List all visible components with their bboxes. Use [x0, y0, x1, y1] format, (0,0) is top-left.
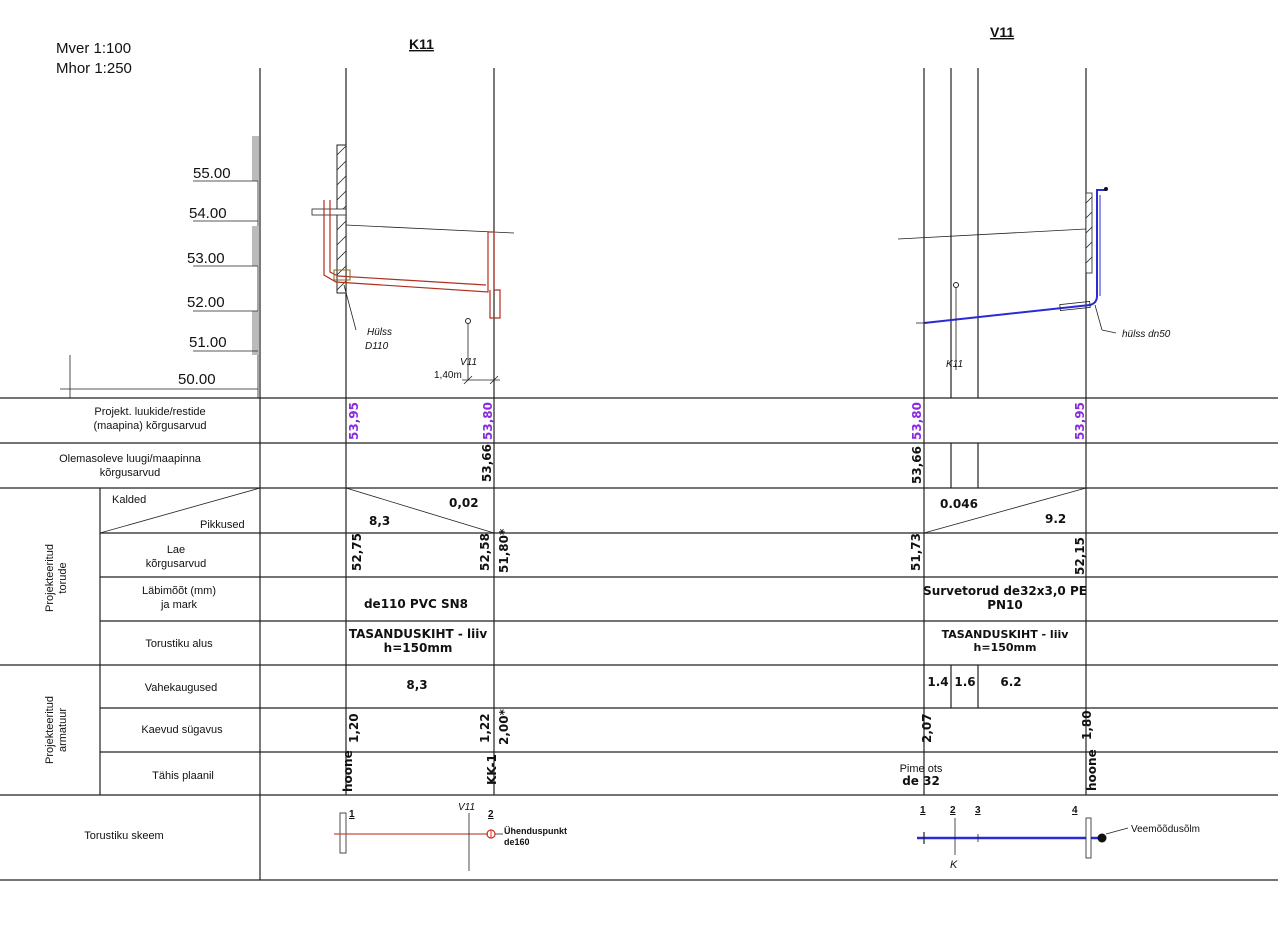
table-values: 53,95 53,80 53,80 53,95 53,66 53,66 0,02… [341, 402, 1099, 792]
scheme-point: 4 [1072, 805, 1078, 816]
row-label-existing-levels: kõrgusarvud [100, 467, 161, 479]
k11-scheme: 1 2 V11 Ühenduspunkt de160 [334, 802, 567, 871]
v11-scheme: 1 2 3 4 K Veemõõdusõlm [917, 805, 1200, 871]
row-labels: Projekt. luukide/restide (maapina) kõrgu… [44, 406, 245, 842]
existing-level-value: 53,66 [480, 444, 494, 482]
row-label-scheme: Torustiku skeem [84, 830, 163, 842]
v11-slope: 0.046 [940, 497, 978, 511]
top-level-value: 52,15 [1073, 537, 1087, 575]
group-label-fittings: armatuur [57, 708, 69, 752]
k11-profile: K11 Hülss D110 V11 1,40m [311, 36, 515, 385]
row-label-existing-levels: Olemasoleve luugi/maapinna [59, 453, 202, 465]
row-label-plan-mark: Tähis plaanil [152, 770, 214, 782]
row-label-slopes: Kalded [112, 494, 146, 506]
scheme-point: 2 [488, 809, 494, 820]
k11-bedding: h=150mm [384, 641, 453, 655]
k11-ref-label: V11 [460, 357, 477, 368]
blind-end-label: de 32 [902, 774, 940, 788]
k11-sleeve-label: Hülss [367, 327, 392, 338]
k11-diameter: de110 PVC SN8 [364, 597, 468, 611]
group-label-pipes: torude [57, 562, 69, 593]
k11-distance: 8,3 [406, 678, 427, 692]
group-label-fittings: Projekteeritud [44, 696, 56, 764]
row-label-top-levels: Lae [167, 544, 185, 556]
v11-title: V11 [990, 24, 1014, 40]
vertical-scale: Mver 1:100 [56, 40, 131, 57]
connection-point-note: Ühenduspunkt [504, 826, 567, 836]
v11-distance: 1.6 [954, 675, 975, 689]
v11-profile: V11 hülss dn50 K11 [897, 24, 1171, 370]
elevation-scale: 55.00 54.00 53.00 52.00 51.00 50.00 [60, 136, 259, 398]
v11-bedding: TASANDUSKIHT - liiv [942, 628, 1070, 641]
k11-title: K11 [409, 36, 434, 52]
elevation-tick: 54.00 [189, 205, 227, 222]
connection-point-note: de160 [504, 837, 530, 847]
k11-length: 8,3 [369, 514, 390, 528]
row-label-diameter: Läbimõõt (mm) [142, 585, 216, 597]
scheme-point: 1 [920, 805, 926, 816]
depth-value: 2,07 [920, 713, 934, 743]
top-level-value: 52,58 [478, 533, 492, 571]
v11-diameter: Survetorud de32x3,0 PE [923, 584, 1087, 598]
row-label-distances: Vahekaugused [145, 682, 218, 694]
design-level-value: 53,80 [910, 402, 924, 440]
k11-bedding: TASANDUSKIHT - liiv [349, 627, 488, 641]
v11-length: 9.2 [1045, 512, 1066, 526]
scheme-point: 1 [349, 809, 355, 820]
row-label-top-levels: kõrgusarvud [146, 558, 207, 570]
depth-value: 2,00* [497, 708, 511, 745]
water-meter-note: Veemõõdusõlm [1131, 824, 1200, 835]
design-level-value: 53,80 [481, 402, 495, 440]
v11-distance: 6.2 [1000, 675, 1021, 689]
row-label-depth: Kaevud sügavus [141, 724, 223, 736]
top-level-value: 51,80* [497, 528, 511, 573]
v11-diameter: PN10 [987, 598, 1023, 612]
depth-value: 1,20 [347, 713, 361, 743]
elevation-tick: 52.00 [187, 294, 225, 311]
design-level-value: 53,95 [1073, 402, 1087, 440]
k11-sleeve-label: D110 [365, 341, 389, 352]
top-level-value: 52,75 [350, 533, 364, 571]
row-label-bedding: Torustiku alus [145, 638, 213, 650]
v11-bedding: h=150mm [974, 641, 1037, 654]
row-label-design-levels: (maapina) kõrgusarvud [93, 420, 206, 432]
plan-mark-value: KK-1 [485, 754, 499, 785]
depth-value: 1,22 [478, 713, 492, 743]
depth-value: 1,80 [1080, 710, 1094, 740]
plan-mark-value: hoone [341, 750, 355, 792]
v11-distance: 1.4 [927, 675, 948, 689]
row-label-diameter: ja mark [160, 599, 198, 611]
k11-slope: 0,02 [449, 496, 479, 510]
scheme-ref: K [950, 859, 958, 871]
horizontal-scale: Mhor 1:250 [56, 60, 132, 77]
scheme-ref: V11 [458, 802, 475, 813]
row-label-design-levels: Projekt. luukide/restide [94, 406, 205, 418]
design-level-value: 53,95 [347, 402, 361, 440]
blind-end-label: Pime ots [900, 763, 943, 775]
row-label-lengths: Pikkused [200, 519, 245, 531]
v11-sleeve-label: hülss dn50 [1122, 329, 1171, 340]
scheme-point: 2 [950, 805, 956, 816]
top-level-value: 51,73 [909, 533, 923, 571]
scheme-point: 3 [975, 805, 981, 816]
elevation-tick: 55.00 [193, 165, 231, 182]
k11-dim-label: 1,40m [434, 370, 462, 381]
v11-ref-label: K11 [946, 359, 963, 370]
plan-mark-value: hoone [1085, 749, 1099, 791]
group-label-pipes: Projekteeritud [44, 544, 56, 612]
existing-level-value: 53,66 [910, 446, 924, 484]
table-grid [0, 68, 1278, 881]
elevation-tick: 53.00 [187, 250, 225, 267]
elevation-tick: 50.00 [178, 371, 216, 388]
elevation-tick: 51.00 [189, 334, 227, 351]
